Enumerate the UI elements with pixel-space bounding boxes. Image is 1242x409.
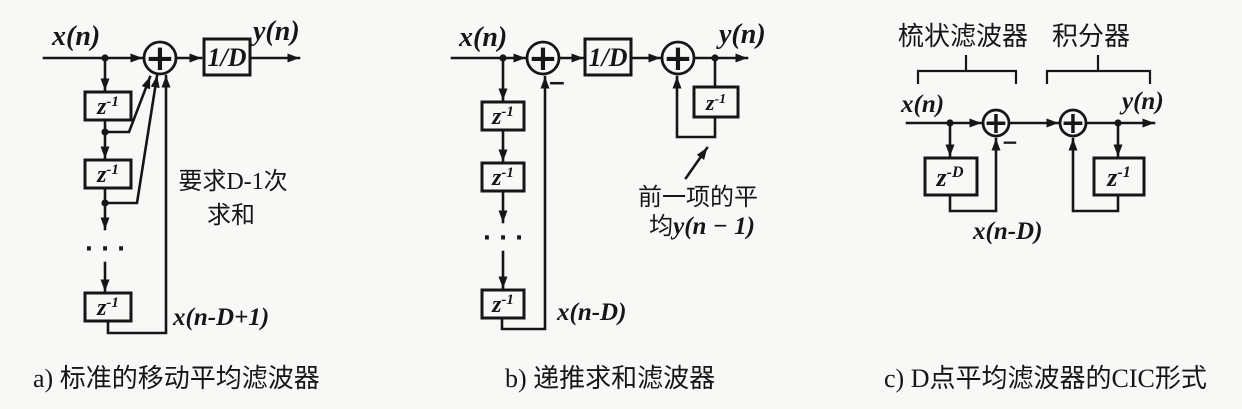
branch-dot <box>101 54 109 62</box>
branch-dot <box>101 199 109 207</box>
delay-block <box>480 288 526 320</box>
caption: a) 标准的移动平均滤波器 <box>33 364 320 393</box>
delay-exponent: -1 <box>714 92 726 107</box>
plus-icon: + <box>983 106 1008 141</box>
feedback-return-wire <box>672 75 717 139</box>
delay-exponent: -1 <box>106 162 119 178</box>
last-tap-return-wire <box>500 75 550 331</box>
delay-base: z <box>491 292 502 318</box>
delay-base: z <box>96 94 107 120</box>
summing-junction <box>1058 108 1088 138</box>
delay-label: z-1 <box>1106 163 1130 192</box>
note-line1: 前一项的平 <box>638 184 758 211</box>
delay-exponent: -1 <box>1117 164 1130 181</box>
delay-exponent: -1 <box>501 165 514 181</box>
plus-icon: + <box>528 38 558 79</box>
tap2-diagonal-wire <box>103 74 160 205</box>
branch-dot <box>499 54 507 62</box>
gain-block <box>583 37 633 77</box>
delay-exponent: -D <box>947 164 964 181</box>
comb-delay-block <box>923 156 979 197</box>
integrator-section-bracket <box>1045 69 1152 84</box>
branch-dot <box>711 54 719 62</box>
note-line2-prefix: 均 <box>649 213 673 240</box>
delay-exponent: -1 <box>106 94 119 110</box>
diagram-c: + − + z-D z-1 梳状滤波器 积分器 x(n) y(n) x(n-D)… <box>884 22 1207 393</box>
delay-block <box>480 100 526 132</box>
delay-label: z-1 <box>96 295 119 321</box>
input-signal-label: x(n) <box>900 91 944 118</box>
branch-dot <box>101 128 109 136</box>
annotation-arrow <box>684 146 709 180</box>
comb-return-wire <box>948 137 1001 213</box>
tap1-diagonal-wire <box>103 75 152 134</box>
tap-signal-label: x(n-D+1) <box>172 304 269 331</box>
feedback-delay-block <box>692 85 740 119</box>
note-line2: 求和 <box>207 202 255 229</box>
delay-block <box>83 90 133 122</box>
branch-dot <box>946 119 954 127</box>
gain-label: 1/D <box>208 43 247 72</box>
delay-base: z <box>491 104 502 130</box>
output-signal-label: y(n) <box>1119 88 1164 115</box>
input-signal-label: x(n) <box>458 22 507 53</box>
delay-label: z-1 <box>491 165 514 191</box>
delay-base: z <box>491 165 502 191</box>
caption: c) D点平均滤波器的CIC形式 <box>884 364 1207 393</box>
delay-block <box>480 161 526 193</box>
ellipsis-dots: · · · <box>85 237 125 262</box>
comb-section-label: 梳状滤波器 <box>898 22 1028 51</box>
plus-icon: + <box>145 38 175 79</box>
delay-base: z <box>935 163 947 192</box>
summing-junction <box>525 40 561 76</box>
minus-sign: − <box>548 71 566 96</box>
delay-exponent: -1 <box>106 295 119 311</box>
output-signal-label: y(n) <box>716 19 766 50</box>
plus-icon: + <box>663 38 693 79</box>
comb-section-bracket <box>916 69 1018 84</box>
delay-base: z <box>1106 163 1118 192</box>
delay-base: z <box>96 162 107 188</box>
gain-label: 1/D <box>589 43 628 72</box>
caption: b) 递推求和滤波器 <box>505 364 715 393</box>
minus-sign: − <box>1002 130 1019 154</box>
delay-label: z-D <box>935 163 963 192</box>
delay-label: z-1 <box>96 162 119 188</box>
output-signal-label: y(n) <box>250 16 300 47</box>
delay-base: z <box>705 90 715 115</box>
branch-dot <box>1114 119 1122 127</box>
summing-junction <box>981 108 1011 138</box>
tap-signal-label: x(n-D) <box>556 299 626 326</box>
ellipsis-dots: · · · <box>483 226 523 251</box>
gain-block <box>202 37 252 77</box>
last-tap-return-wire <box>106 74 171 335</box>
tap-signal-label: x(n-D) <box>972 218 1042 245</box>
delay-label: z-1 <box>96 94 119 120</box>
delay-label: z-1 <box>491 104 514 130</box>
delay-exponent: -1 <box>501 292 514 308</box>
summing-junction <box>660 40 696 76</box>
summing-junction <box>142 40 178 76</box>
delay-block <box>83 158 133 190</box>
plus-icon: + <box>1060 106 1085 141</box>
integrator-feedback-wire <box>1068 137 1120 213</box>
note-line2-math: y(n − 1) <box>670 213 755 240</box>
note-line2: 均y(n − 1) <box>649 213 755 240</box>
diagram-a: + 1/D z-1 z-1 z-1 x(n) y(n) · · · x(n-D+… <box>33 16 320 393</box>
delay-label: z-1 <box>491 292 514 318</box>
delay-base: z <box>96 295 107 321</box>
delay-exponent: -1 <box>501 104 514 120</box>
integrator-section-label: 积分器 <box>1052 22 1130 51</box>
integrator-delay-block <box>1092 156 1146 197</box>
note-line1: 要求D-1次 <box>178 168 287 195</box>
diagram-b: + − + 1/D z-1 z-1 z-1 z-1 x(n) y(n) · · … <box>450 19 766 393</box>
delay-label: z-1 <box>705 90 726 115</box>
input-signal-label: x(n) <box>51 21 100 52</box>
delay-block <box>83 291 133 323</box>
